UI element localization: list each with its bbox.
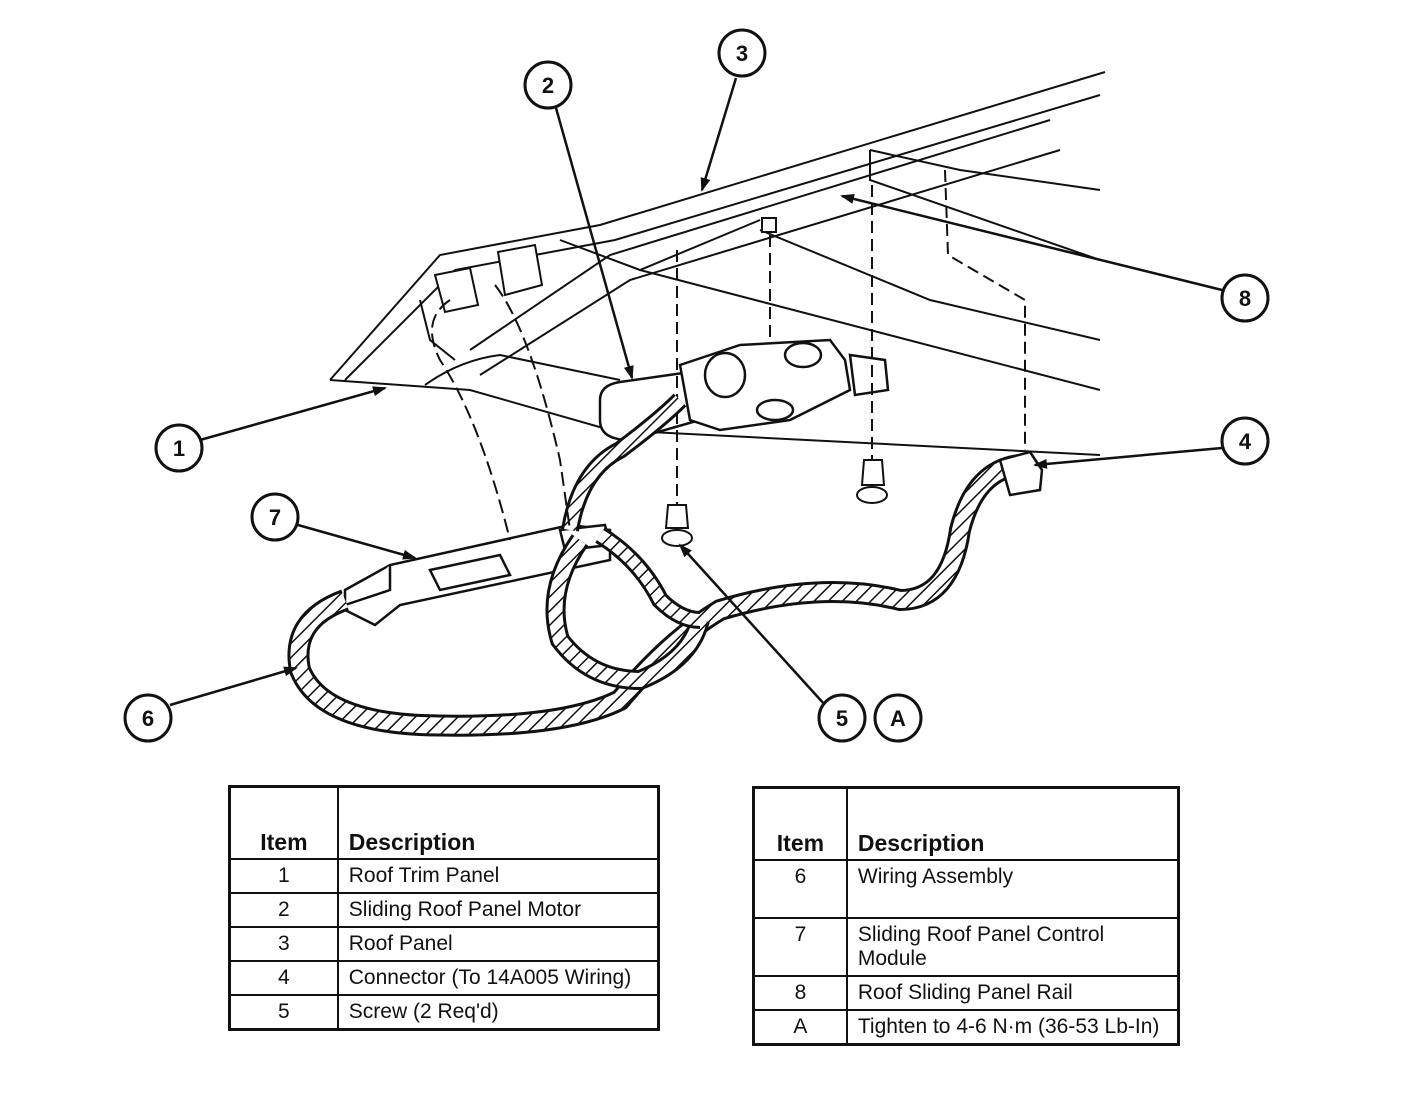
table-row: 8 Roof Sliding Panel Rail bbox=[752, 975, 1180, 1011]
sunroof-motor-diagram: 1 2 3 4 5 A 6 7 8 bbox=[123, 28, 1270, 743]
callout-6: 6 bbox=[123, 693, 173, 743]
svg-text:7: 7 bbox=[269, 505, 281, 530]
callout-3: 3 bbox=[717, 28, 767, 78]
callout-1: 1 bbox=[154, 423, 204, 473]
roof-brackets bbox=[433, 217, 777, 314]
table-row: 1 Roof Trim Panel bbox=[228, 858, 660, 894]
table-row: 3 Roof Panel bbox=[228, 926, 660, 962]
item-description: Tighten to 4-6 N·m (36-53 Lb-In) bbox=[845, 1009, 1180, 1046]
roof-panel-outline bbox=[329, 71, 1106, 456]
item-description: Roof Trim Panel bbox=[336, 858, 660, 894]
item-number: A bbox=[752, 1009, 848, 1046]
svg-text:5: 5 bbox=[836, 706, 848, 731]
header-item: Item bbox=[228, 785, 339, 860]
callout-A: A bbox=[873, 693, 923, 743]
svg-text:A: A bbox=[890, 706, 906, 731]
connector bbox=[998, 450, 1044, 497]
callout-8: 8 bbox=[1220, 273, 1270, 323]
svg-text:8: 8 bbox=[1239, 286, 1251, 311]
header-description: Description bbox=[336, 785, 660, 860]
callout-7: 7 bbox=[250, 492, 300, 542]
item-number: 1 bbox=[228, 858, 339, 894]
svg-text:6: 6 bbox=[142, 706, 154, 731]
wiring-assembly bbox=[287, 393, 1022, 737]
screws bbox=[661, 169, 1026, 547]
item-number: 5 bbox=[228, 994, 339, 1031]
legend-table-right: Item Description 6 Wiring Assembly 7 Sli… bbox=[752, 786, 1180, 1046]
table-row: 4 Connector (To 14A005 Wiring) bbox=[228, 960, 660, 996]
sliding-roof-motor bbox=[598, 338, 890, 442]
item-number: 6 bbox=[752, 859, 848, 919]
leader-lines bbox=[169, 77, 1223, 707]
item-description: Sliding Roof Panel Control Module bbox=[845, 917, 1180, 977]
table-row: A Tighten to 4-6 N·m (36-53 Lb-In) bbox=[752, 1009, 1180, 1046]
item-number: 2 bbox=[228, 892, 339, 928]
svg-text:2: 2 bbox=[542, 73, 554, 98]
callout-4: 4 bbox=[1220, 416, 1270, 466]
item-description: Screw (2 Req'd) bbox=[336, 994, 660, 1031]
item-description: Roof Sliding Panel Rail bbox=[845, 975, 1180, 1011]
table-row: 6 Wiring Assembly bbox=[752, 859, 1180, 919]
item-description: Connector (To 14A005 Wiring) bbox=[336, 960, 660, 996]
header-description: Description bbox=[845, 786, 1180, 861]
item-description: Roof Panel bbox=[336, 926, 660, 962]
item-number: 3 bbox=[228, 926, 339, 962]
item-number: 4 bbox=[228, 960, 339, 996]
table-row: 7 Sliding Roof Panel Control Module bbox=[752, 917, 1180, 977]
item-description: Wiring Assembly bbox=[845, 859, 1180, 919]
callout-2: 2 bbox=[523, 60, 573, 110]
item-description: Sliding Roof Panel Motor bbox=[336, 892, 660, 928]
legend-table-left: Item Description 1 Roof Trim Panel 2 Sli… bbox=[228, 785, 660, 1031]
item-number: 7 bbox=[752, 917, 848, 977]
table-row: 5 Screw (2 Req'd) bbox=[228, 994, 660, 1031]
routing-lines bbox=[431, 284, 571, 541]
callout-5: 5 bbox=[817, 693, 867, 743]
item-number: 8 bbox=[752, 975, 848, 1011]
svg-text:4: 4 bbox=[1239, 429, 1252, 454]
svg-text:1: 1 bbox=[173, 436, 185, 461]
table-row: 2 Sliding Roof Panel Motor bbox=[228, 892, 660, 928]
header-item: Item bbox=[752, 786, 848, 861]
svg-text:3: 3 bbox=[736, 41, 748, 66]
control-module bbox=[343, 523, 612, 627]
